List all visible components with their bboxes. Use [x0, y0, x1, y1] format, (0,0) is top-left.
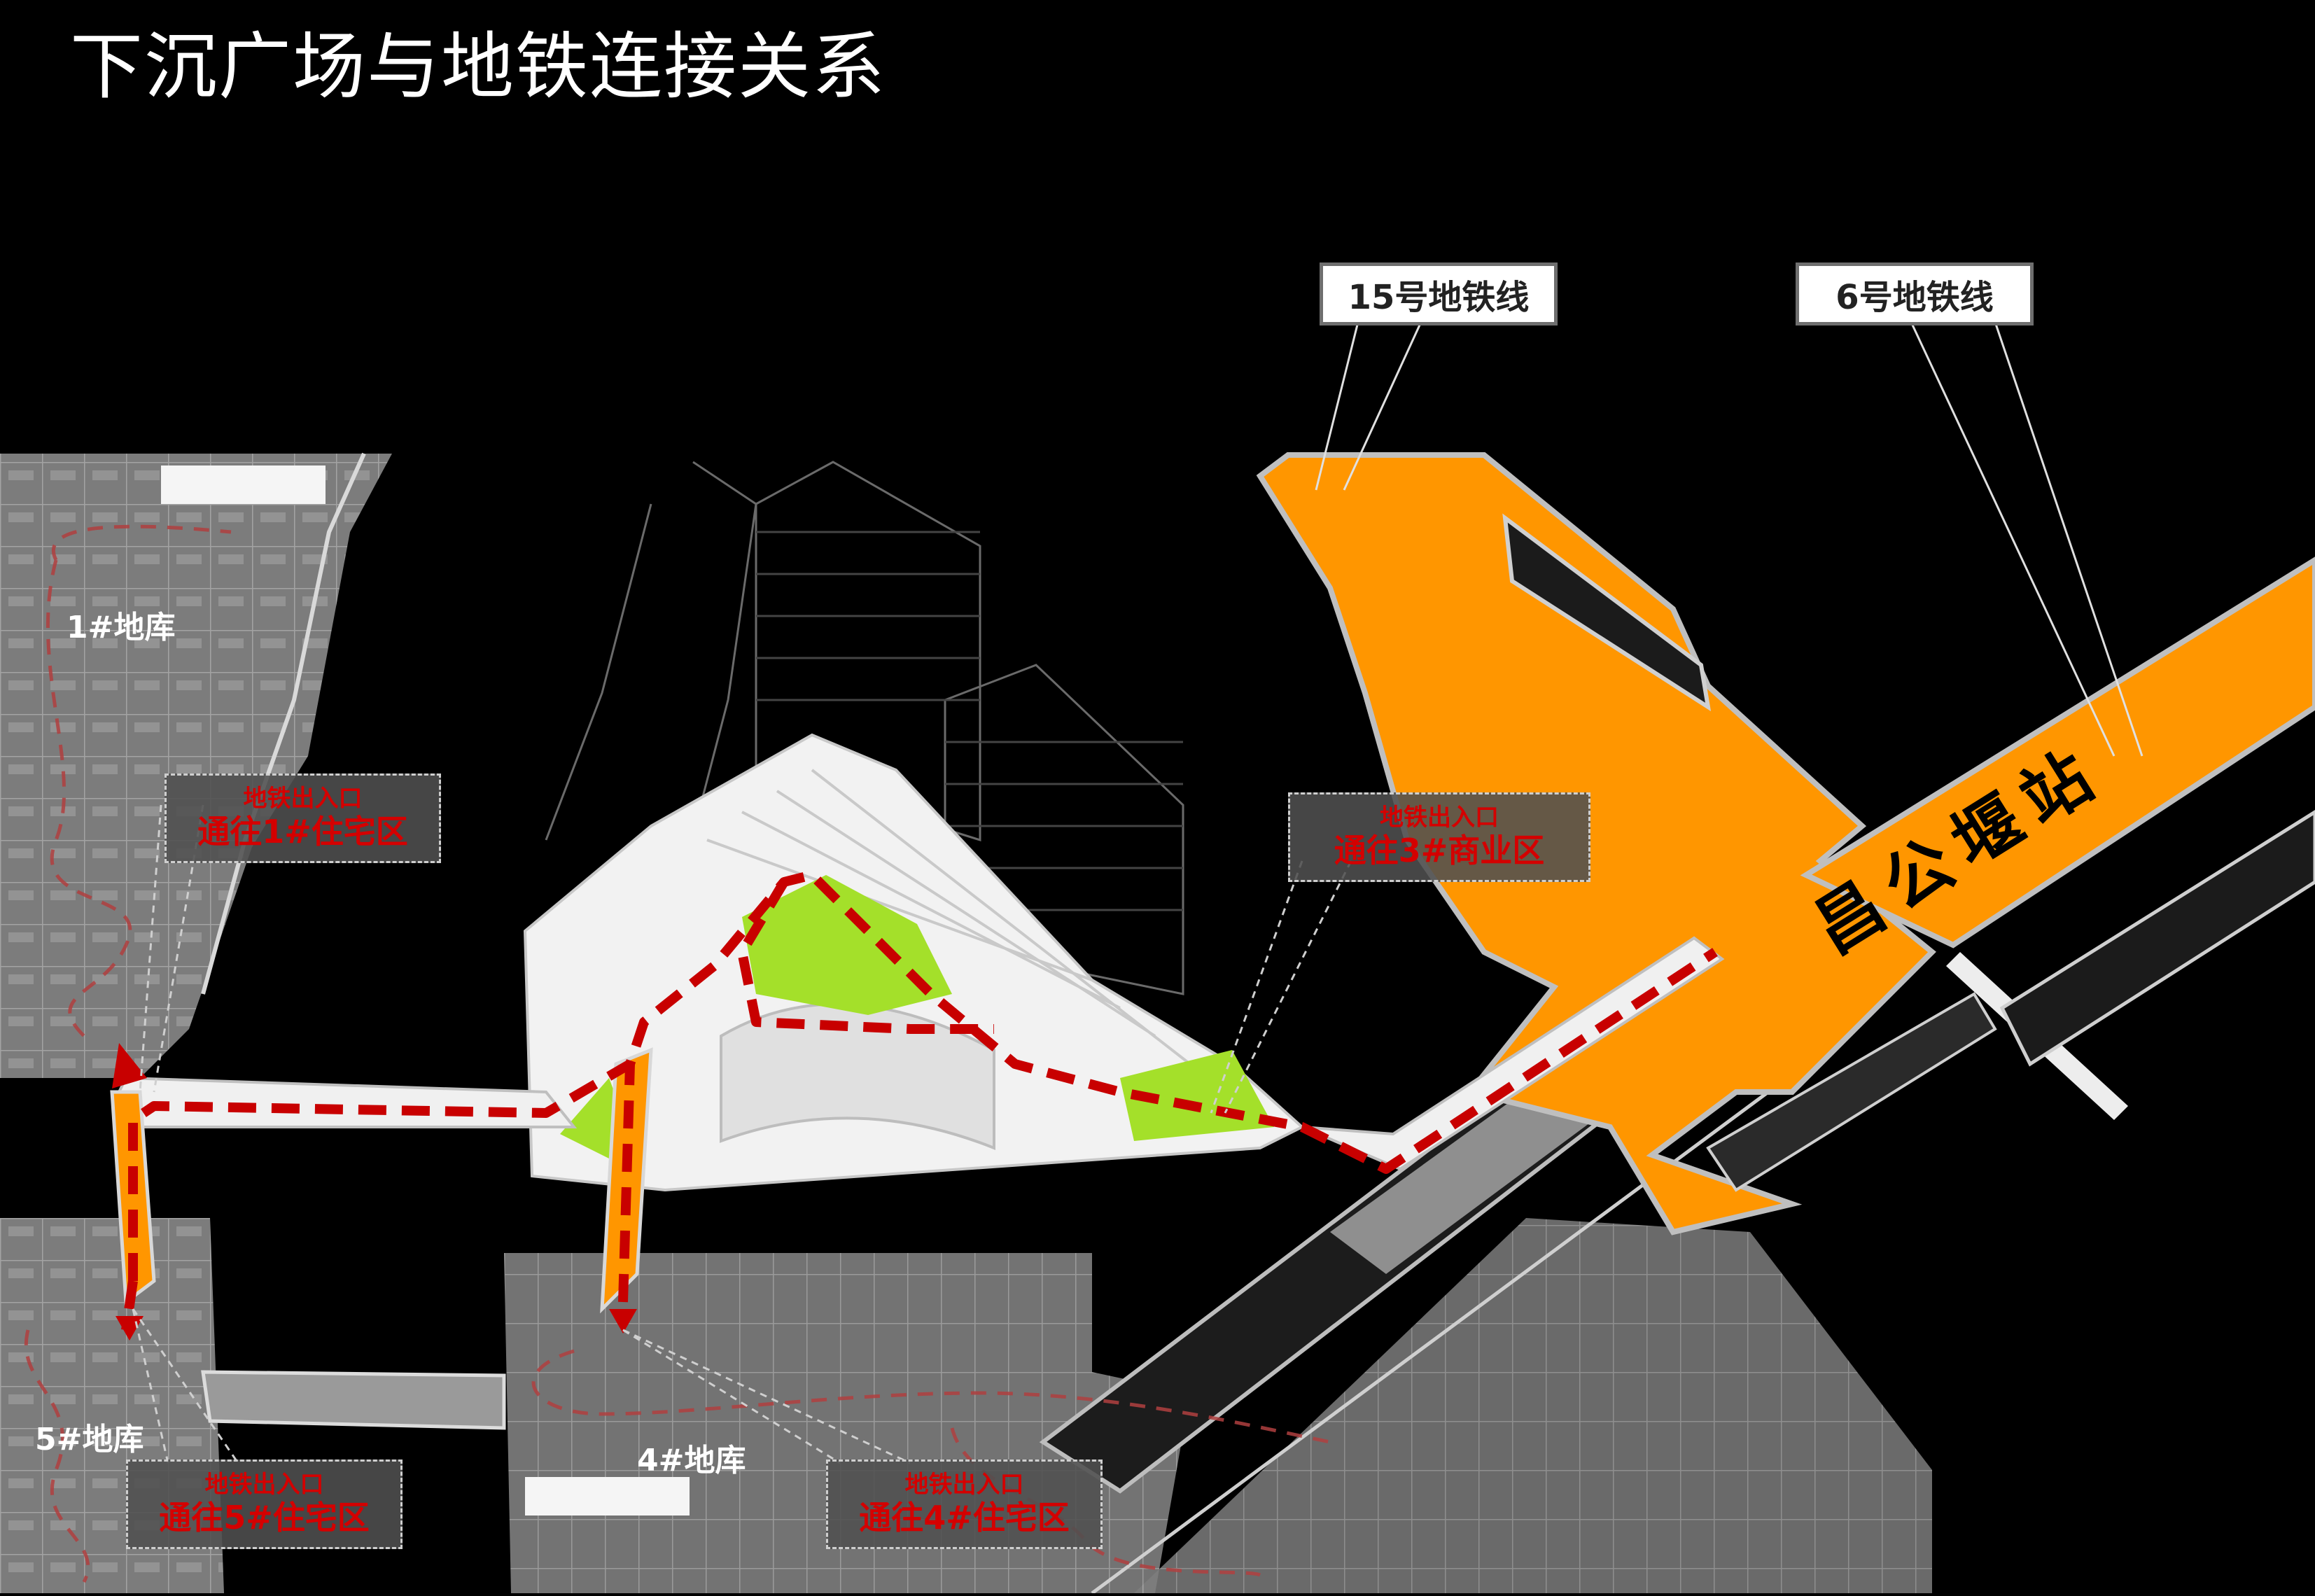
metro-line-15-tag: 15号地铁线	[1320, 262, 1558, 326]
exit-5-destination: 通往5#住宅区	[159, 1498, 370, 1536]
exit-label-residential-5: 地铁出入口 通往5#住宅区	[126, 1460, 403, 1549]
exit-3-destination: 通往3#商业区	[1334, 831, 1545, 869]
leader-lines	[1315, 321, 2143, 757]
exit-label-residential-1: 地铁出入口 通往1#住宅区	[165, 774, 441, 863]
parking-label-1: 1#地库	[67, 610, 176, 645]
exit-1-destination: 通往1#住宅区	[197, 812, 408, 850]
exit-1-title: 地铁出入口	[243, 784, 363, 813]
exit-label-residential-4: 地铁出入口 通往4#住宅区	[826, 1460, 1103, 1549]
exit-label-commercial-3: 地铁出入口 通往3#商业区	[1288, 792, 1590, 882]
exit-3-title: 地铁出入口	[1380, 803, 1499, 832]
metro-route	[121, 870, 1718, 1331]
metro-line-6-tag: 6号地铁线	[1796, 262, 2034, 326]
exit-5-title: 地铁出入口	[204, 1470, 324, 1499]
page-title: 下沉广场与地铁连接关系	[70, 24, 887, 109]
parking-label-4: 4#地库	[637, 1443, 746, 1478]
parking-label-5: 5#地库	[35, 1422, 144, 1457]
basement-routes	[24, 524, 1331, 1583]
route-arrows	[112, 1043, 637, 1340]
basement-1	[0, 452, 392, 1078]
exit-4-destination: 通往4#住宅区	[859, 1498, 1070, 1536]
exit-leaders	[132, 804, 1352, 1464]
exit-4-title: 地铁出入口	[904, 1470, 1024, 1499]
basement-east	[1134, 1218, 1932, 1593]
sunken-plaza	[523, 733, 1305, 1192]
